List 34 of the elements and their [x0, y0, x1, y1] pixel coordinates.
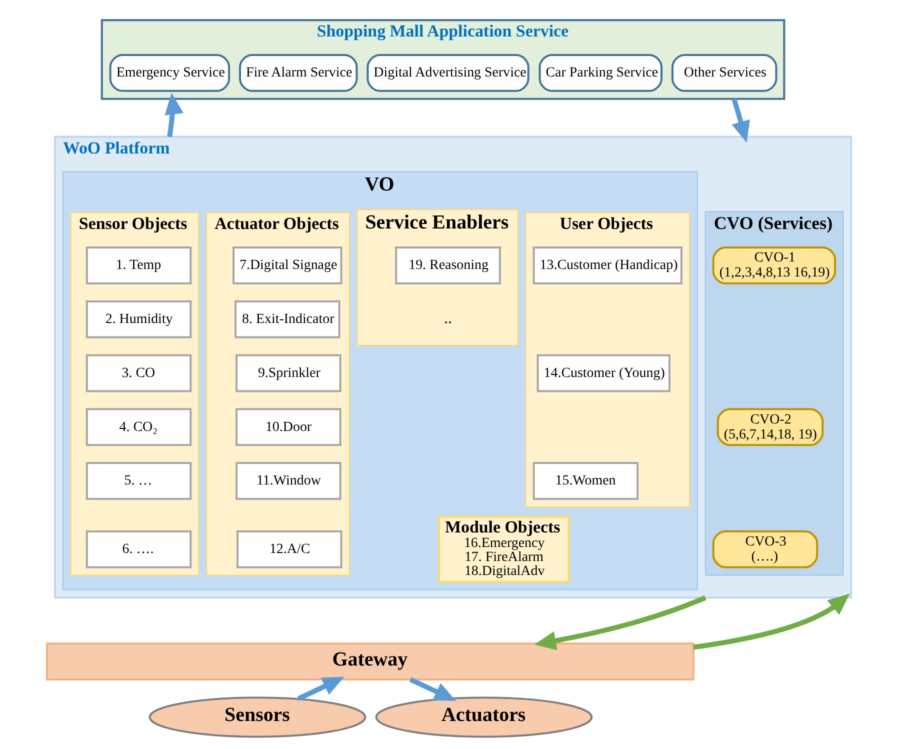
- node-box: 1. Temp: [86, 246, 192, 284]
- node-box: 13.Customer (Handicap): [532, 246, 682, 284]
- node-box: 7.Digital Signage: [232, 246, 342, 284]
- node-box: CVO-3 (….): [712, 530, 818, 568]
- node-box: 14.Customer (Young): [536, 354, 670, 392]
- node-ellipse: Sensors: [148, 696, 366, 738]
- arrow: [732, 98, 750, 143]
- node-ellipse: Actuators: [375, 696, 593, 738]
- arrow: [164, 92, 184, 138]
- node-box: 8. Exit-Indicator: [234, 300, 340, 338]
- arrow: [534, 595, 706, 650]
- node-box: 12.A/C: [236, 530, 342, 568]
- arrow: [693, 594, 850, 650]
- node-box: 15.Women: [532, 462, 639, 500]
- node-box: Module Objects 16.Emergency 17. FireAlarm 18.DigitalAdv: [438, 516, 570, 583]
- node-box: Other Services: [671, 54, 778, 92]
- node-box: 19. Reasoning: [395, 246, 501, 284]
- node-box: Digital Advertising Service: [366, 54, 530, 92]
- node-box: CVO-1 (1,2,3,4,8,13 16,19): [712, 246, 836, 284]
- node-box: Fire Alarm Service: [239, 54, 358, 92]
- node-box: 6. ….: [86, 530, 192, 568]
- node-box: 3. CO: [86, 354, 192, 392]
- arrow: [297, 676, 344, 701]
- node-box: 9.Sprinkler: [236, 354, 342, 392]
- node-box: 2. Humidity: [86, 300, 192, 338]
- node-box: 4. CO₂: [86, 408, 192, 446]
- node-box: 10.Door: [236, 408, 342, 446]
- node-box: Car Parking Service: [538, 54, 662, 92]
- node-box: 5. …: [86, 462, 192, 500]
- node-box: CVO-2 (5,6,7,14,18, 19): [716, 408, 824, 446]
- node-box: Emergency Service: [109, 54, 230, 92]
- arrow: [409, 677, 456, 702]
- node-box: Gateway: [46, 642, 694, 680]
- node-box: 11.Window: [236, 462, 342, 500]
